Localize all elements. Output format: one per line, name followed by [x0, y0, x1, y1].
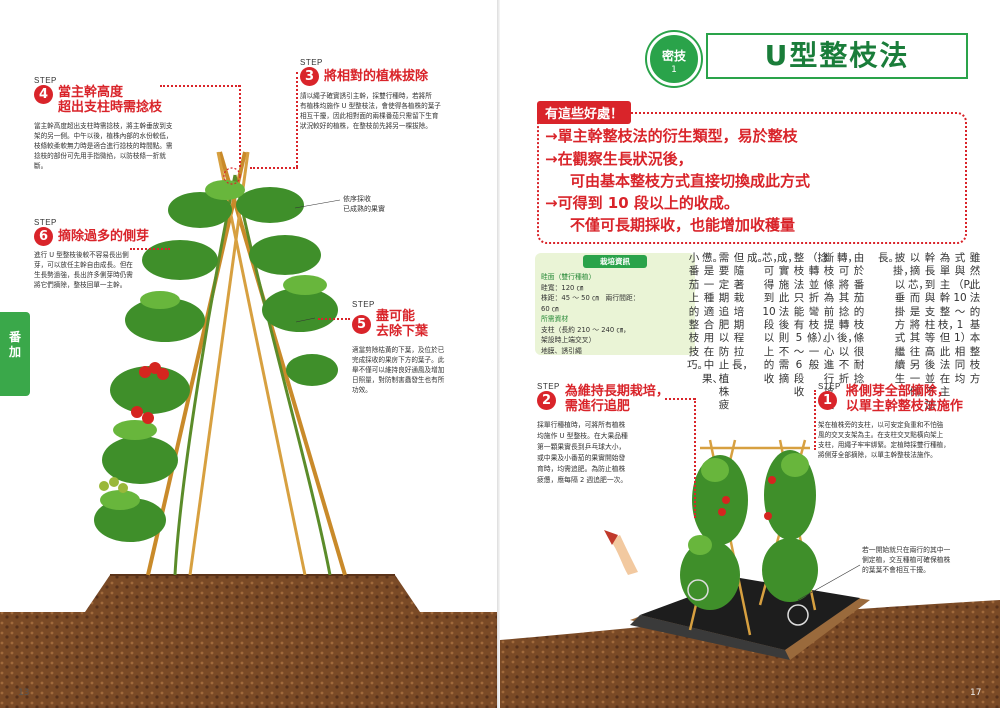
body-column: （捻轉並折彎枝條）。一般	[807, 252, 834, 372]
step-title: 摘除過多的側芽	[58, 229, 150, 244]
body-column: 成，實施此法後則不需摘	[777, 252, 798, 385]
benefit-item: 不僅可長期採收，也能增加收穫量	[570, 216, 796, 234]
step-number: 5	[352, 315, 371, 334]
step-4: STEP 4 當主幹高度 超出支柱時需捻枝 當主幹高度超出支柱時需捻枝，將主幹垂…	[34, 76, 212, 171]
body-column: 以摘芯，而是將其往另一側	[908, 252, 929, 399]
dotted-leader	[814, 390, 816, 450]
step-number: 3	[300, 67, 319, 86]
harvest-annotation: 依序採收 已成熟的果實	[343, 195, 385, 213]
benefit-item: 可由基本整枝方式直接切換成此方式	[570, 172, 811, 190]
left-page: 番加 STEP 4 當主幹高度 超出支柱時需捻枝 當主幹高度超出支柱時需捻枝，將…	[0, 58, 500, 708]
dotted-leader	[296, 72, 298, 167]
step-number: 1	[818, 391, 837, 410]
benefits-box	[537, 112, 967, 244]
step-5: STEP 5 盡可能 去除下葉 適當剪除枯黃的下葉，及位於已 完成採收的果房下方…	[352, 300, 470, 395]
benefit-item: →可得到 10 段以上的收成。	[545, 194, 739, 212]
page-title: U型整枝法	[706, 33, 968, 79]
step-title: 將側芽全部摘除，	[845, 384, 950, 399]
row-trellis-illustration	[500, 439, 1000, 708]
step-number: 2	[537, 391, 556, 410]
info-heading: 栽培資訊	[583, 255, 647, 268]
body-column: 幹長到與支柱等高後並不加	[924, 252, 936, 412]
step-title: 超出支柱時需捻枝	[58, 100, 163, 115]
step-body: 架在植株旁的支柱，以可安定負重和不怕強 風的交叉支架為主。在支柱交叉點橫向架上 …	[818, 421, 950, 459]
body-column: 由於番茄的枝條很耐捻	[853, 252, 865, 385]
step-title: 以單主幹整枝法施作	[845, 399, 963, 414]
right-page: 密技 1 U型整枝法 有這些好處！ →單主幹整枝法的衍生類型，易於整枝 →在觀察…	[500, 0, 1000, 708]
step-number: 6	[34, 227, 53, 246]
tomato-a-frame-illustration	[0, 151, 500, 708]
step-title: 去除下葉	[376, 324, 429, 339]
body-column: 小番茄上的整枝技巧。	[687, 252, 708, 372]
page-number: 13	[18, 688, 30, 698]
dotted-leader	[130, 248, 170, 250]
benefit-item: →在觀察生長狀況後，	[545, 150, 693, 168]
body-column: 轉，可將其捻轉後，以不折	[837, 252, 858, 385]
dotted-leader	[239, 85, 241, 167]
body-column: 憊。是一種適合用在中果、	[702, 252, 723, 385]
dotted-leader	[318, 318, 350, 320]
dotted-leader	[250, 167, 298, 169]
step-2: STEP 2 為維持長期栽培， 需進行追肥 採單行種植時，可將所有植株 均施作 …	[537, 382, 697, 486]
body-column: 披掛，以垂掛方式繼續生	[893, 252, 914, 385]
benefits-tag: 有這些好處！	[537, 101, 632, 124]
cultivation-info-box: 栽培資訊 畦面（雙行種植） 畦寬：120 ㎝ 株距：45 ～ 50 ㎝ 兩行間距…	[535, 253, 695, 355]
step-body: 請以繩子確實誘引主幹，採雙行種時，若將所 有植株均施作 U 型整枝法，會使得各植…	[300, 92, 441, 130]
page-number: 17	[970, 688, 982, 698]
body-column: 整枝法只能有 5～6 段收	[793, 252, 805, 399]
dotted-leader	[694, 398, 696, 518]
step-body: 採單行種植時，可將所有植株 均施作 U 型整枝。在大果品種 第一顆果實長到乒乓球…	[537, 421, 628, 484]
step-6: STEP 6 摘除過多的側芽 進行 U 型整枝後較不容易長出側 芽，可以放任主幹…	[34, 218, 162, 290]
body-column: 式與（P. 10～11）相同均	[953, 252, 972, 385]
planting-annotation: 若一開始就只在兩行的其中一 側定植，交互種植可確保植株 的葉葉不會相互干擾。	[862, 546, 951, 574]
step-title: 將相對的植株拔除	[324, 69, 429, 84]
body-column: 雖然此法的基本整枝方	[969, 252, 981, 385]
step-title: 為維持長期栽培，	[564, 384, 669, 399]
step-title: 需進行追肥	[564, 399, 630, 414]
body-column: 為單主幹整枝，但此法在主	[938, 252, 959, 399]
step-title: 盡可能	[376, 309, 416, 324]
body-column: 但隨著栽培期程拉長，	[732, 252, 753, 372]
benefit-item: →單主幹整枝法的衍生類型，易於整枝	[545, 127, 798, 145]
step-1: STEP 1 將側芽全部摘除， 以單主幹整枝法施作 架在植株旁的支柱，以可安定負…	[818, 382, 990, 460]
body-column: 芯，可得到 10 段以上的收	[762, 252, 783, 385]
body-column: 需要定期追肥以防止植株疲	[718, 252, 730, 412]
side-tab: 番加	[0, 312, 30, 396]
dotted-leader	[160, 85, 240, 87]
step-body: 適當剪除枯黃的下葉，及位於已 完成採收的果房下方的葉子。此 舉不僅可以維持良好通…	[352, 346, 445, 394]
step-3: STEP 3 將相對的植株拔除 請以繩子確實誘引主幹，採雙行種時，若將所 有植株…	[300, 58, 478, 131]
dotted-leader	[665, 398, 695, 400]
step-body: 當主幹高度超出支柱時需捻枝，將主幹垂放到支 架的另一側。中午以後，植株內部的水份…	[34, 122, 173, 170]
step-body: 進行 U 型整枝後較不容易長出側 芽，可以放任主幹自由成長。但在 生長勢過強，長…	[34, 251, 133, 289]
step-title: 當主幹高度	[58, 85, 124, 100]
body-column: 長。	[878, 252, 899, 264]
step-number: 4	[34, 85, 53, 104]
body-column: 成。	[747, 252, 768, 264]
technique-badge: 密技 1	[647, 32, 701, 86]
